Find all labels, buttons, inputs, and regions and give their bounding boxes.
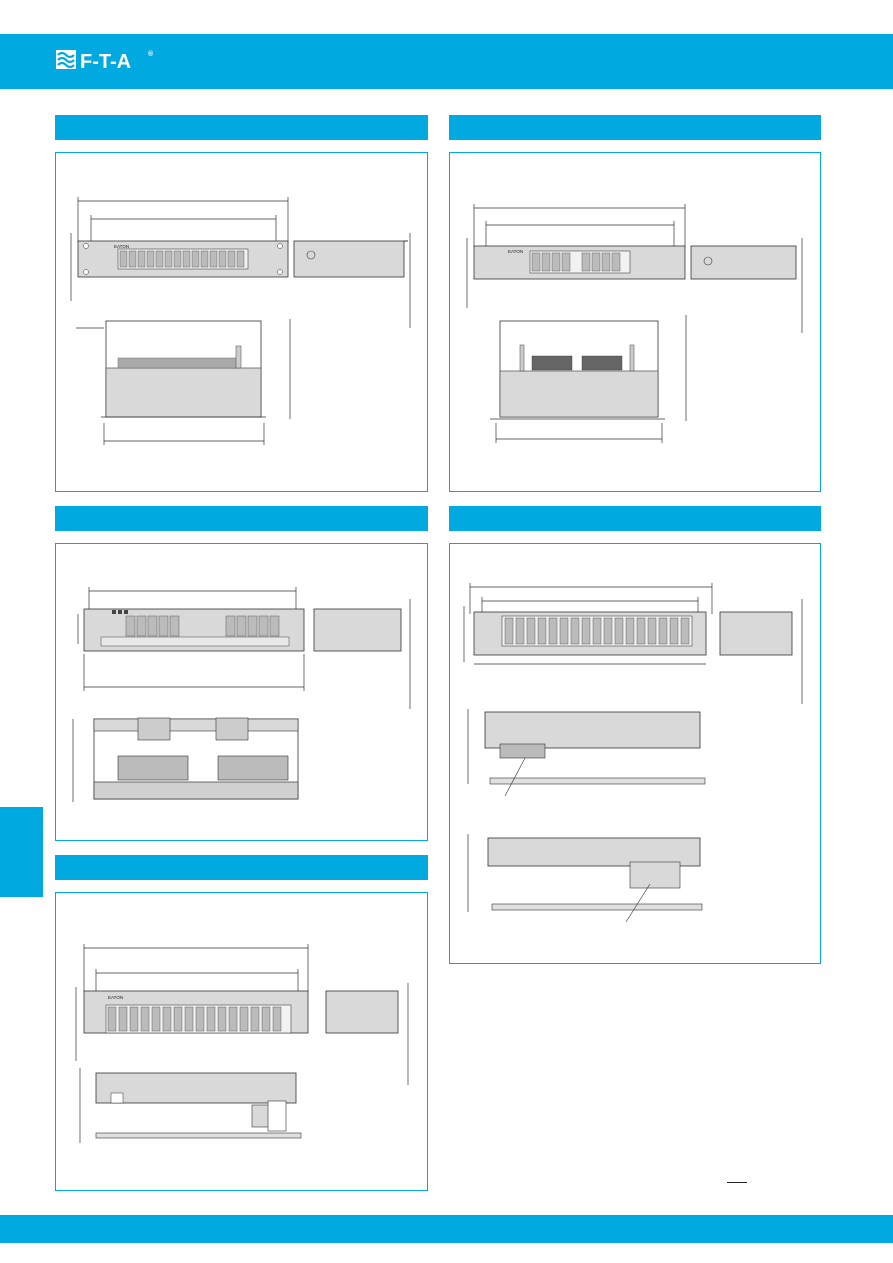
device-brand-label: EATON (508, 249, 523, 254)
logo-registered-mark: ® (148, 50, 154, 58)
device-brand-label: EATON (114, 244, 129, 249)
footer-rule (727, 1182, 747, 1183)
brand-logo: F-T-A ® (56, 48, 166, 77)
panel-header-top-right (449, 115, 821, 140)
device-brand-label: EATON (108, 995, 123, 1000)
drawing-bottom-left: EATON (75, 944, 409, 1143)
panel-header-top-left (55, 115, 428, 140)
drawing-mid-left (72, 587, 411, 802)
fta-wave-icon: F-T-A ® (56, 50, 154, 73)
panel-top-right: EATON (449, 152, 821, 492)
logo-text: F-T-A (80, 51, 131, 72)
side-index-tab (0, 807, 43, 897)
drawing-mid-right (463, 583, 803, 923)
panel-header-mid-right (449, 506, 821, 531)
drawing-top-left: EATON (70, 197, 411, 445)
panel-mid-left (55, 543, 428, 841)
panel-top-left: EATON (55, 152, 428, 492)
panel-header-bottom-left (55, 855, 428, 880)
footer-band (0, 1215, 893, 1243)
panel-mid-right (449, 543, 821, 964)
drawing-top-right: EATON (466, 204, 803, 443)
panel-header-mid-left (55, 506, 428, 531)
header-band (0, 34, 893, 89)
panel-bottom-left: EATON (55, 892, 428, 1191)
